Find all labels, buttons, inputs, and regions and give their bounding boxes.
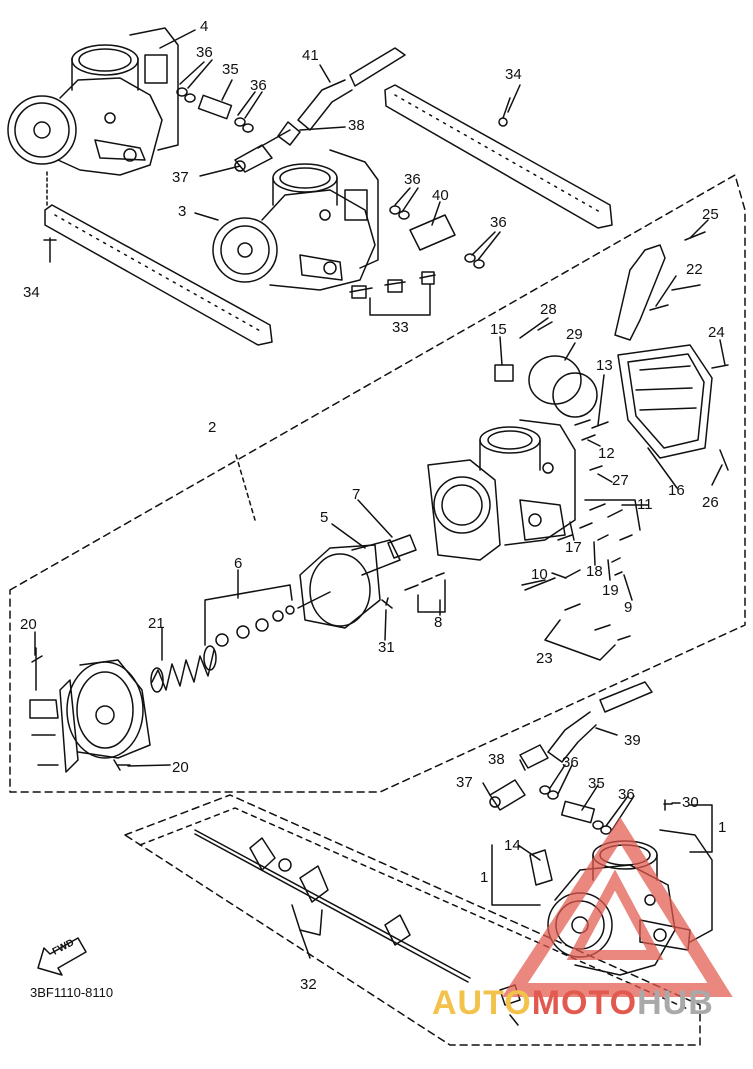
callout-18: 18: [586, 563, 603, 580]
callout-5: 5: [320, 509, 329, 526]
callout-13: 13: [596, 357, 613, 374]
fuel-pipe-41: [349, 47, 406, 87]
watermark-hub: HUB: [637, 984, 714, 1022]
callout-9: 9: [624, 599, 633, 616]
callout-40: 40: [432, 187, 449, 204]
carburetor-3-drawing: [212, 149, 379, 291]
callout-36-d: 36: [490, 214, 507, 231]
callout-2: 2: [208, 419, 217, 436]
callout-25: 25: [702, 206, 719, 223]
cover-16: [617, 344, 713, 459]
callout-37-a: 37: [172, 169, 189, 186]
callout-39: 39: [624, 732, 641, 749]
callout-22: 22: [686, 261, 703, 278]
callout-34-b: 34: [23, 284, 40, 301]
callout-35-a: 35: [222, 61, 239, 78]
callout-15: 15: [490, 321, 507, 338]
watermark-auto: AUTO: [432, 984, 532, 1022]
callout-24: 24: [708, 324, 725, 341]
piston-5: [299, 544, 381, 629]
callout-36-f: 36: [618, 786, 635, 803]
callout-1-a: 1: [718, 819, 727, 836]
callout-26: 26: [702, 494, 719, 511]
callout-28: 28: [540, 301, 557, 318]
callout-11: 11: [637, 496, 653, 513]
callout-36-c: 36: [404, 171, 421, 188]
callout-37-b: 37: [456, 774, 473, 791]
chamber-cover-20: [29, 659, 151, 773]
callout-19: 19: [602, 582, 619, 599]
rail-34-bottom: [44, 204, 273, 346]
watermark-triangle: [502, 817, 733, 997]
callout-6: 6: [234, 555, 243, 572]
callout-36-b: 36: [250, 77, 267, 94]
carburetor-4-drawing: [7, 27, 179, 176]
callout-1-b: 1: [480, 869, 489, 886]
callout-35-b: 35: [588, 775, 605, 792]
callout-4: 4: [200, 18, 209, 35]
callout-31: 31: [378, 639, 395, 656]
watermark-moto: MOTO: [531, 984, 638, 1022]
callout-29: 29: [566, 326, 583, 343]
callout-8: 8: [434, 614, 443, 631]
assembly-2-dashed-outline: [9, 174, 746, 793]
joint-35-top: [197, 94, 233, 120]
callout-12: 12: [598, 445, 615, 462]
callout-36-a: 36: [196, 44, 213, 61]
callout-38-b: 38: [488, 751, 505, 768]
callout-34-a: 34: [505, 66, 522, 83]
callout-14: 14: [504, 837, 521, 854]
watermark-text: AUTOMOTOHUB: [432, 984, 714, 1023]
callout-20-b: 20: [172, 759, 189, 776]
carburetor-body-2-drawing: [427, 419, 576, 561]
spring-21: [150, 645, 217, 693]
callout-7: 7: [352, 486, 361, 503]
callout-36-e: 36: [562, 754, 579, 771]
rail-34-top: [384, 84, 613, 229]
callout-38-a: 38: [348, 117, 365, 134]
callout-32: 32: [300, 976, 317, 993]
callout-30: 30: [682, 794, 699, 811]
callout-16: 16: [668, 482, 685, 499]
callout-21: 21: [148, 615, 165, 632]
callout-33: 33: [392, 319, 409, 336]
callout-10: 10: [531, 566, 548, 583]
joint-40: [409, 214, 456, 251]
callout-27: 27: [612, 472, 629, 489]
fwd-arrow: [37, 937, 87, 976]
callout-3: 3: [178, 203, 187, 220]
fuel-pipe-39: [599, 681, 653, 713]
callout-23: 23: [536, 650, 553, 667]
callout-20-a: 20: [20, 616, 37, 633]
callout-17: 17: [565, 539, 582, 556]
part-code: 3BF1110-8110: [30, 985, 114, 1000]
callout-41: 41: [302, 47, 319, 64]
